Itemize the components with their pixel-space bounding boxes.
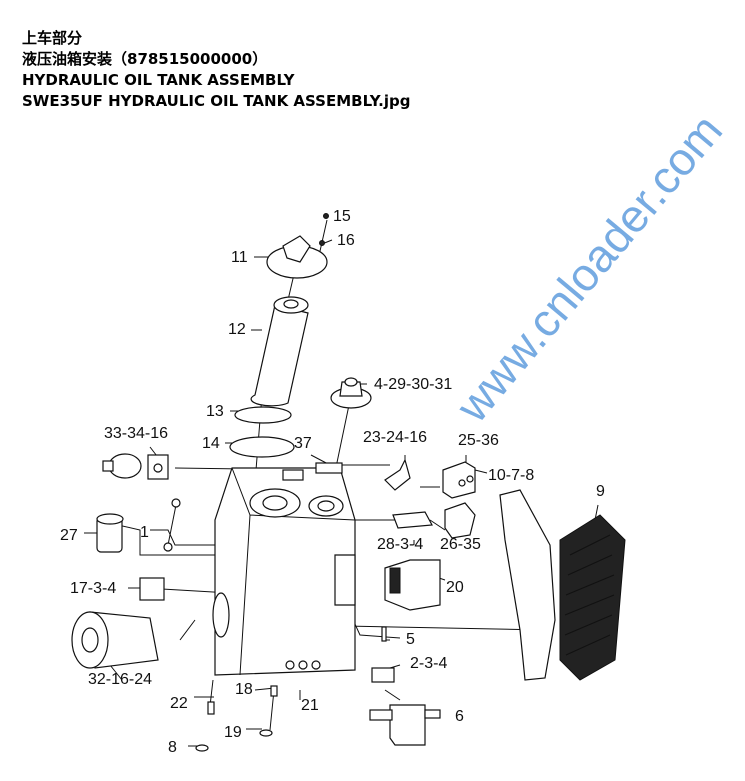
callout-label: 13 [206, 403, 224, 420]
part-cover-plate [392, 511, 433, 529]
callout-label: 2-3-4 [410, 655, 447, 672]
callout-label: 20 [446, 579, 464, 596]
part-control-valve-bank [559, 514, 626, 681]
callout-label: 5 [406, 631, 415, 648]
callout-label: 27 [60, 527, 78, 544]
section-title-cn: 上车部分 [22, 29, 83, 47]
part-filter-27 [96, 513, 124, 553]
part-fasteners [195, 626, 387, 752]
callout-label: 37 [294, 435, 312, 452]
part-accumulator [102, 453, 169, 480]
assembly-title-cn: 液压油箱安装（878515000000） [22, 50, 268, 68]
callout-label: 15 [333, 208, 351, 225]
callout-label: 1 [140, 524, 149, 541]
part-o-ring-14 [229, 436, 295, 458]
callout-label: 28-3-4 [377, 536, 423, 553]
callout-label: 17-3-4 [70, 580, 116, 597]
callout-label: 33-34-16 [104, 425, 168, 442]
callout-label: 25-36 [458, 432, 499, 449]
part-valve-26 [444, 502, 476, 539]
callout-labels: 15 16 11 12 4-29-30-31 13 37 14 33-34-16… [60, 208, 605, 756]
part-filter-element [250, 296, 309, 407]
callout-label: 22 [170, 695, 188, 712]
callout-label: 18 [235, 681, 253, 698]
file-name: SWE35UF HYDRAULIC OIL TANK ASSEMBLY.jpg [22, 92, 411, 110]
callout-label: 23-24-16 [363, 429, 427, 446]
watermark: www.cnloader.com [445, 104, 732, 432]
callout-label: 16 [337, 232, 355, 249]
part-valve-block-25 [442, 461, 476, 499]
callout-label: 21 [301, 697, 319, 714]
callout-label: 14 [202, 435, 220, 452]
part-mounting-bracket [499, 489, 556, 681]
callout-label: 12 [228, 321, 246, 338]
callout-label: 19 [224, 724, 242, 741]
callout-label: 26-35 [440, 536, 481, 553]
part-hydraulic-tank [212, 462, 356, 676]
callout-label: 4-29-30-31 [374, 376, 452, 393]
callout-label: 8 [168, 739, 177, 756]
assembly-title-en: HYDRAULIC OIL TANK ASSEMBLY [22, 71, 295, 89]
part-filter-cap [266, 213, 329, 279]
part-suction-filter [71, 611, 159, 669]
part-breather [330, 377, 372, 409]
callout-label: 9 [596, 483, 605, 500]
part-valve-20 [384, 559, 441, 611]
part-bracket-23 [384, 458, 411, 491]
callout-label: 32-16-24 [88, 671, 152, 688]
callout-label: 11 [231, 249, 248, 266]
document-header: 上车部分 液压油箱安装（878515000000） HYDRAULIC OIL … [22, 28, 410, 112]
callout-label: 10-7-8 [488, 467, 534, 484]
callout-label: 6 [455, 708, 464, 725]
part-o-ring-13 [234, 406, 292, 424]
part-valve-6 [369, 667, 441, 746]
part-level-gauge [163, 498, 181, 552]
part-bracket-17 [139, 577, 165, 601]
